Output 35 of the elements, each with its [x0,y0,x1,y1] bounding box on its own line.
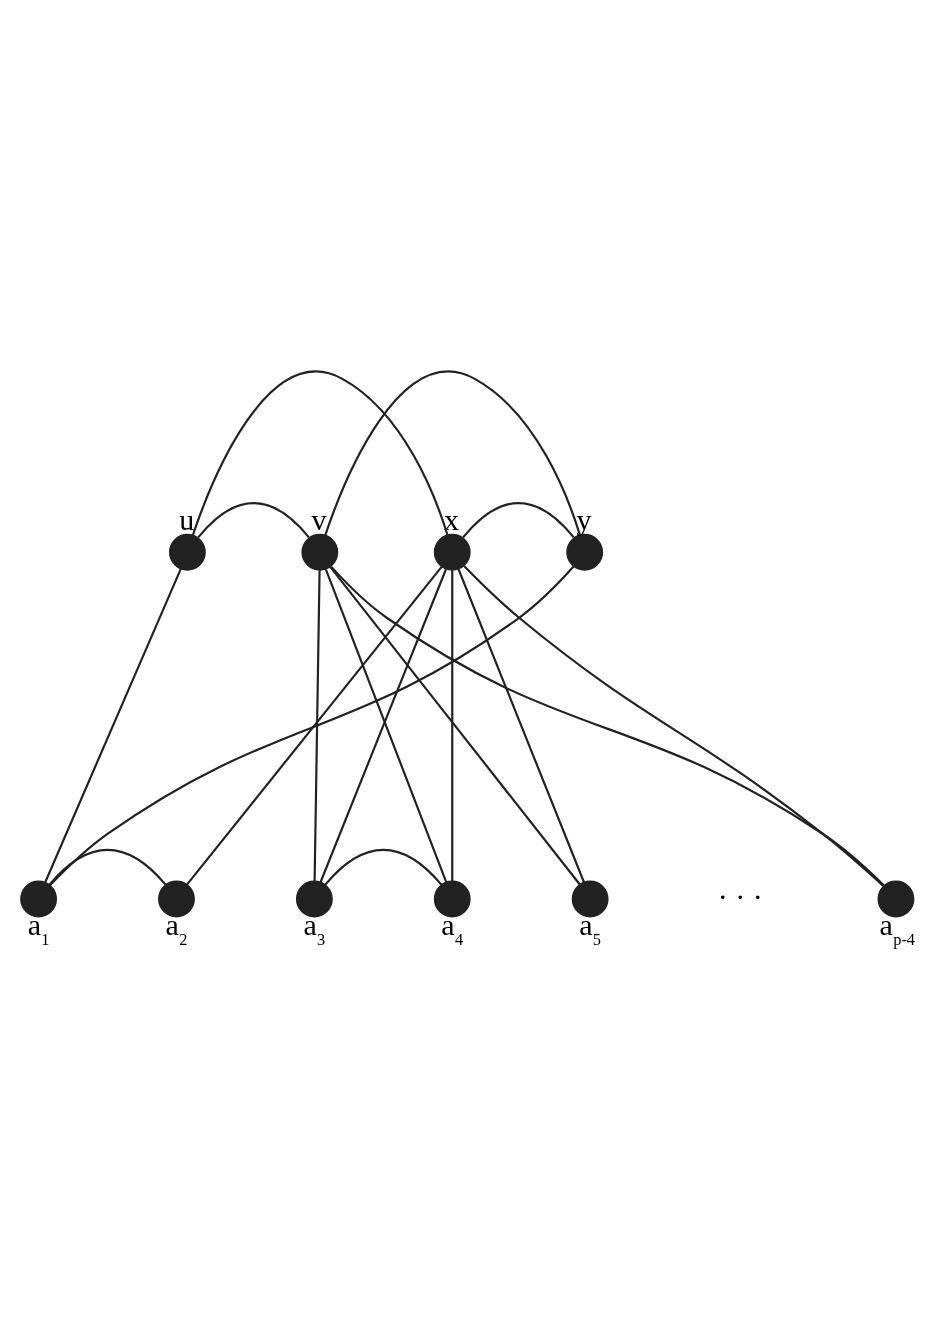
connector [186,565,443,885]
node-label: a$_{4}$ [441,907,464,949]
node-circle [571,880,609,917]
node-label: v [311,502,327,536]
node-circle [168,533,206,571]
node-circle [158,880,195,917]
connector [324,370,581,535]
connector [48,848,167,886]
label: · · · [717,879,763,913]
connector [324,848,443,886]
node-label: x [444,502,460,536]
connector [330,565,885,886]
connector [457,568,585,883]
node-label: a$_{p-4}$ [879,907,916,949]
node-circle [877,880,915,917]
node-circle [433,880,471,917]
node-circle [20,880,57,917]
node-circle [433,533,471,571]
node-label: a$_{5}$ [579,907,602,949]
connector [44,567,182,883]
connector [451,569,454,881]
connector [191,370,449,535]
node-circle [295,880,333,917]
connector [329,565,581,885]
node-label: u [179,502,195,536]
connector [197,501,310,538]
connector [463,564,884,887]
node-label: a$_{3}$ [303,907,326,949]
connector [313,569,321,881]
node-label: a$_{1}$ [27,907,50,949]
connector [462,501,575,538]
connector [49,565,575,886]
node-label: a$_{2}$ [165,907,188,949]
node-label: y [576,502,592,536]
node-circle [301,533,339,571]
